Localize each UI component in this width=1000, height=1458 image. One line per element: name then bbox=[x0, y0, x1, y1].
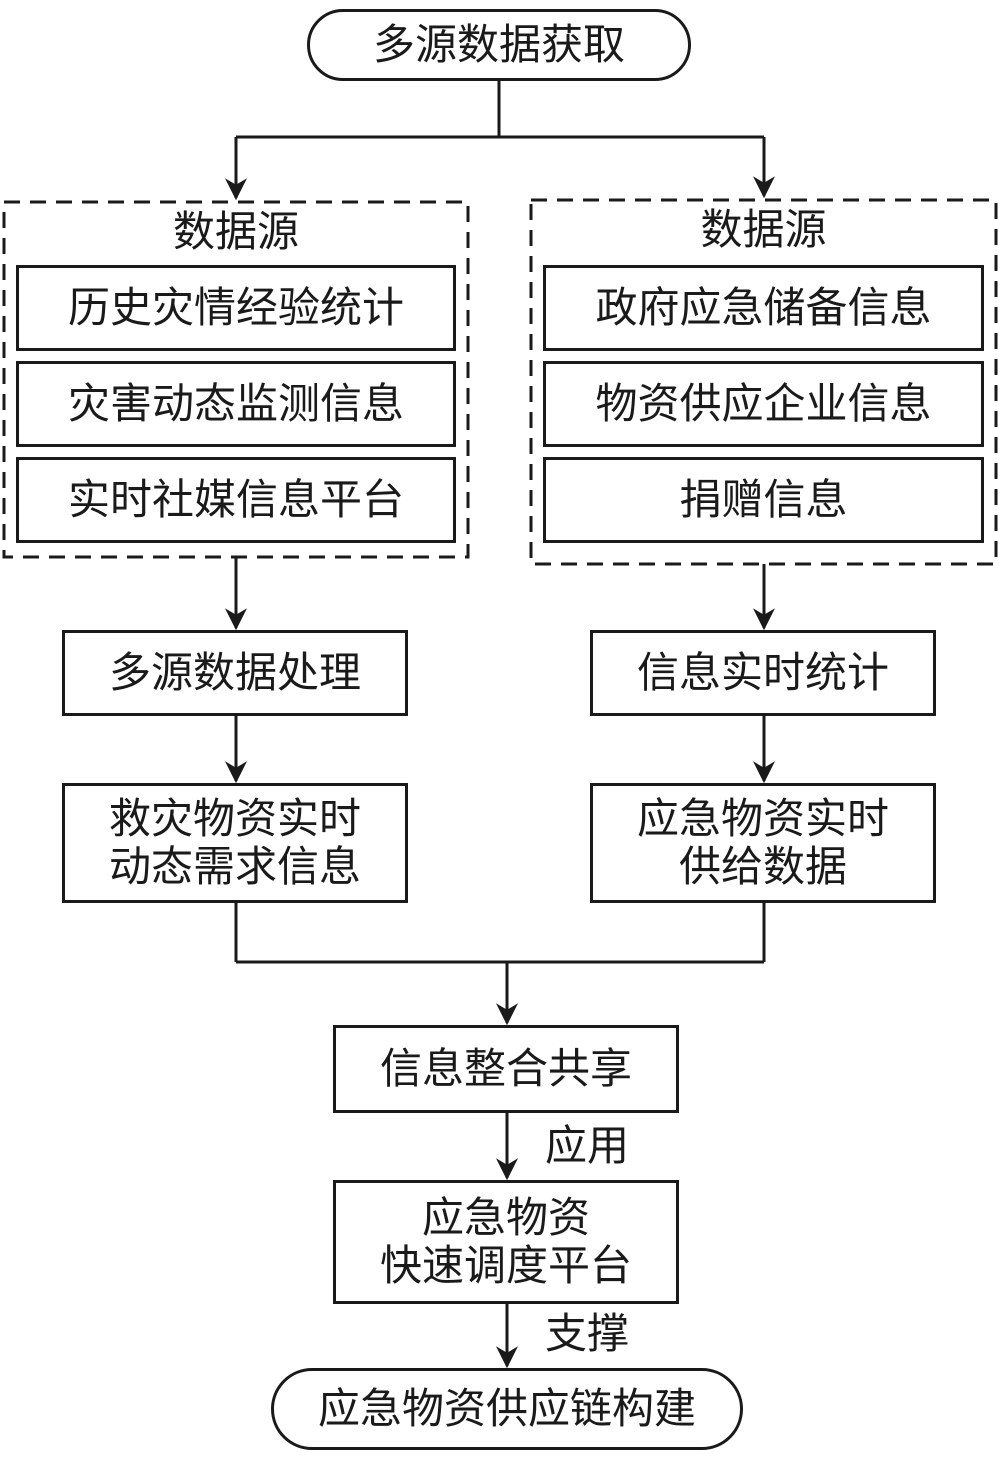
platform-node: 应急物资 快速调度平台 bbox=[333, 1180, 679, 1304]
end-node: 应急物资供应链构建 bbox=[271, 1368, 743, 1450]
left-output-node: 救灾物资实时 动态需求信息 bbox=[62, 783, 408, 903]
right-item-2: 物资供应企业信息 bbox=[543, 361, 984, 447]
right-group-title: 数据源 bbox=[700, 205, 827, 254]
left-group-title: 数据源 bbox=[172, 207, 299, 256]
left-item-1: 历史灾情经验统计 bbox=[16, 265, 456, 351]
edge-label-apply: 应用 bbox=[545, 1121, 630, 1170]
left-item-2: 灾害动态监测信息 bbox=[16, 361, 456, 447]
left-item-3: 实时社媒信息平台 bbox=[16, 457, 456, 543]
right-process-node: 信息实时统计 bbox=[590, 630, 936, 716]
right-output-node: 应急物资实时 供给数据 bbox=[590, 783, 936, 903]
edge-label-support: 支撑 bbox=[545, 1309, 630, 1358]
right-item-1: 政府应急储备信息 bbox=[543, 265, 984, 351]
right-item-3: 捐赠信息 bbox=[543, 457, 984, 543]
left-process-node: 多源数据处理 bbox=[62, 630, 408, 716]
integration-node: 信息整合共享 bbox=[333, 1025, 679, 1113]
start-node: 多源数据获取 bbox=[307, 9, 691, 81]
